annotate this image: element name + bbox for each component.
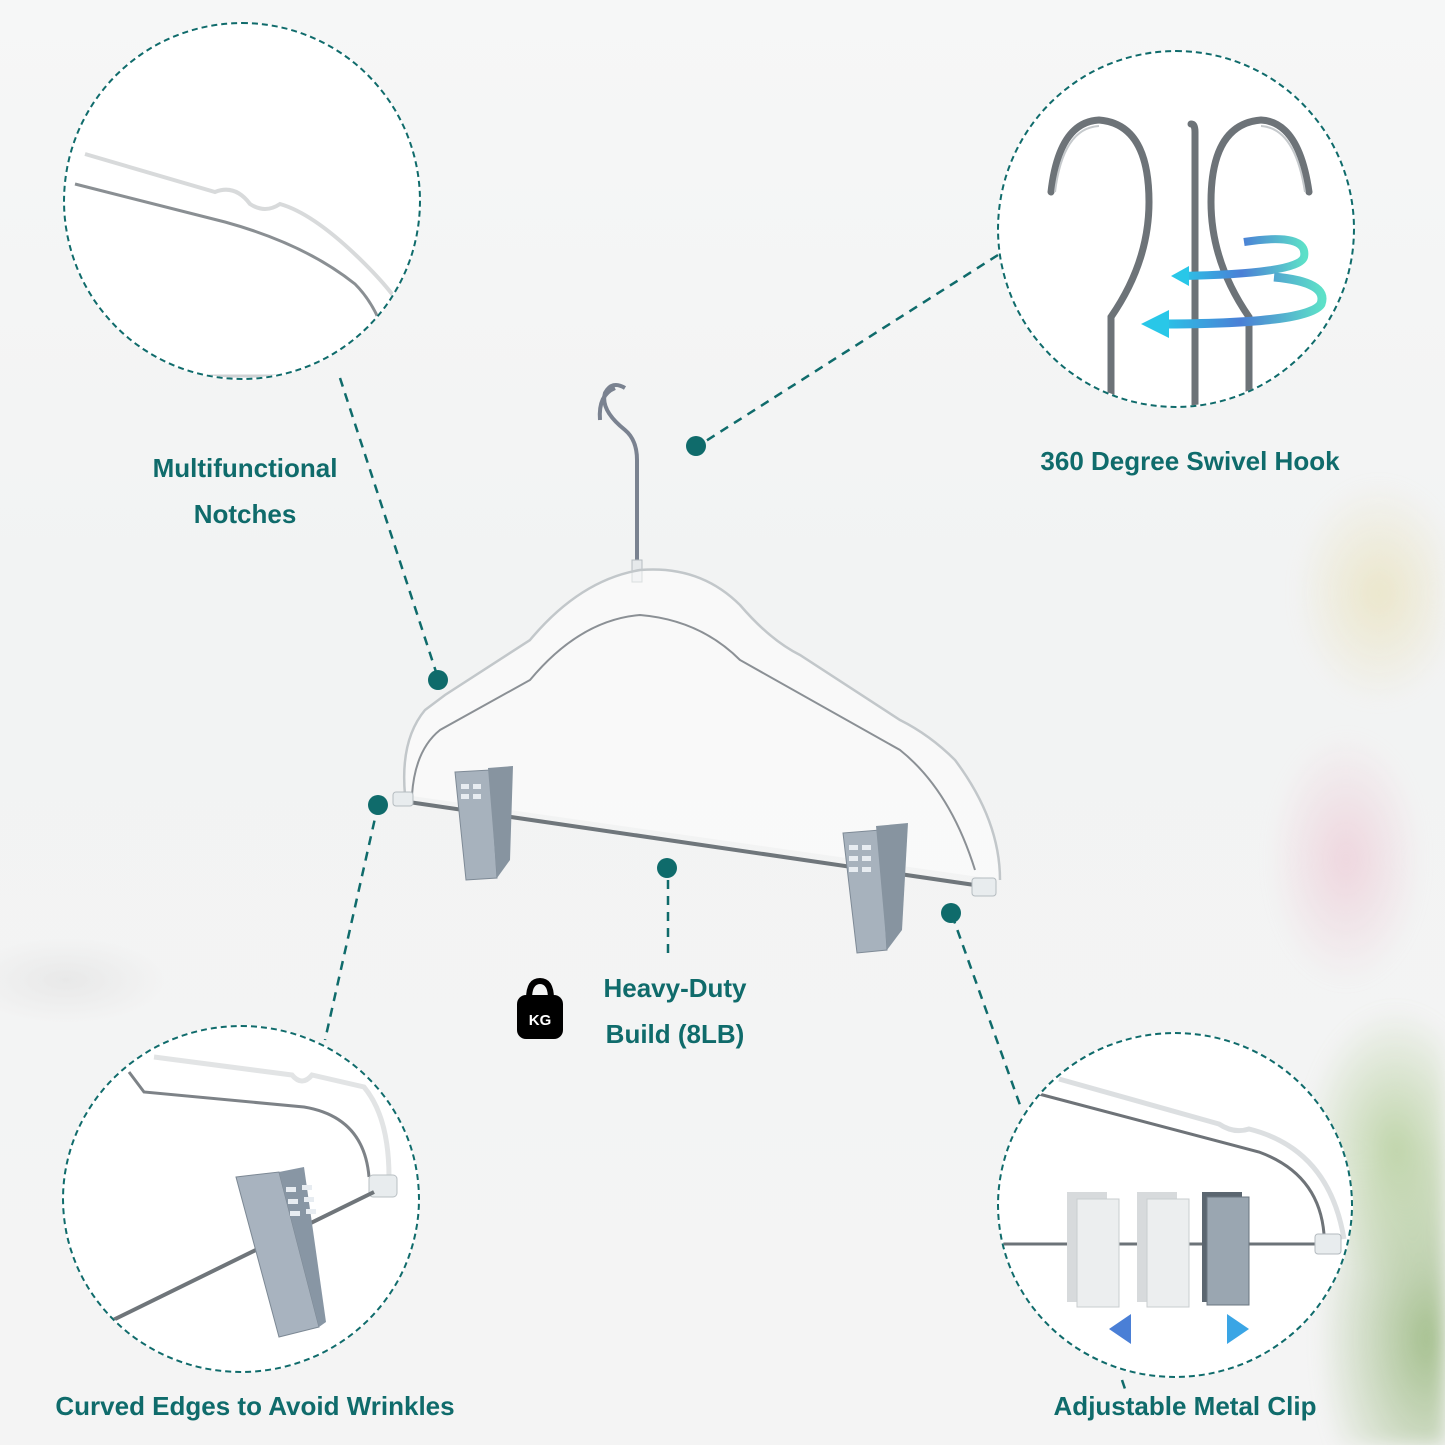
curved-edges-detail-circle — [62, 1025, 420, 1373]
callout-dot-curved — [368, 795, 388, 815]
callout-dot-notches — [428, 670, 448, 690]
callout-dot-swivel — [686, 436, 706, 456]
label-curved-edges: Curved Edges to Avoid Wrinkles — [20, 1383, 490, 1429]
notches-detail-circle — [63, 22, 421, 380]
label-multifunctional-notches: Multifunctional Notches — [120, 445, 370, 537]
sliding-clips-closeup — [999, 1076, 1347, 1344]
swivel-hooks-image — [1047, 116, 1327, 406]
label-line: 360 Degree Swivel Hook — [1040, 446, 1340, 476]
callout-dot-adjustable — [941, 903, 961, 923]
curved-edge-clip-closeup — [108, 1054, 398, 1338]
label-line: Notches — [193, 499, 297, 529]
label-adjustable-metal-clip: Adjustable Metal Clip — [1025, 1383, 1345, 1429]
label-line: Heavy-Duty — [603, 973, 747, 1003]
swivel-hook-detail-circle — [997, 50, 1355, 408]
label-line: Build (8LB) — [605, 1019, 745, 1049]
callout-dot-heavy-duty — [657, 858, 677, 878]
kg-weight-icon: KG — [515, 975, 565, 1040]
label-line: Multifunctional — [152, 453, 338, 483]
label-heavy-duty-build: Heavy-Duty Build (8LB) — [575, 965, 775, 1057]
svg-text:KG: KG — [529, 1012, 552, 1029]
label-line: Adjustable Metal Clip — [1053, 1391, 1317, 1421]
label-line: Curved Edges to Avoid Wrinkles — [55, 1391, 455, 1421]
adjustable-clip-detail-circle — [997, 1032, 1353, 1378]
label-swivel-hook: 360 Degree Swivel Hook — [1010, 438, 1370, 484]
